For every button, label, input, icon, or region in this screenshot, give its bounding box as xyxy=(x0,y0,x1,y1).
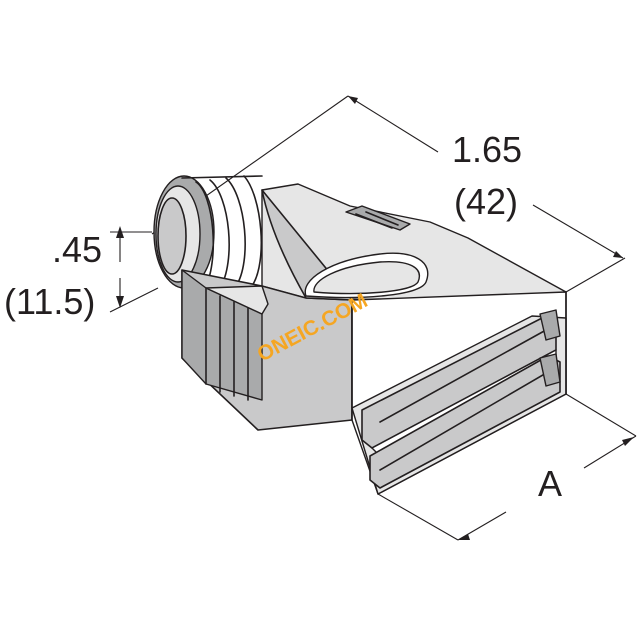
cable-clamp-ring xyxy=(153,175,265,293)
front-face xyxy=(351,291,567,495)
length-mm-label: (42) xyxy=(454,181,518,222)
width-a-label: A xyxy=(538,463,562,504)
height-mm-label: (11.5) xyxy=(4,281,95,322)
length-inch-label: 1.65 xyxy=(452,129,522,170)
dimension-lines xyxy=(109,95,637,541)
height-inch-label: .45 xyxy=(52,229,102,270)
